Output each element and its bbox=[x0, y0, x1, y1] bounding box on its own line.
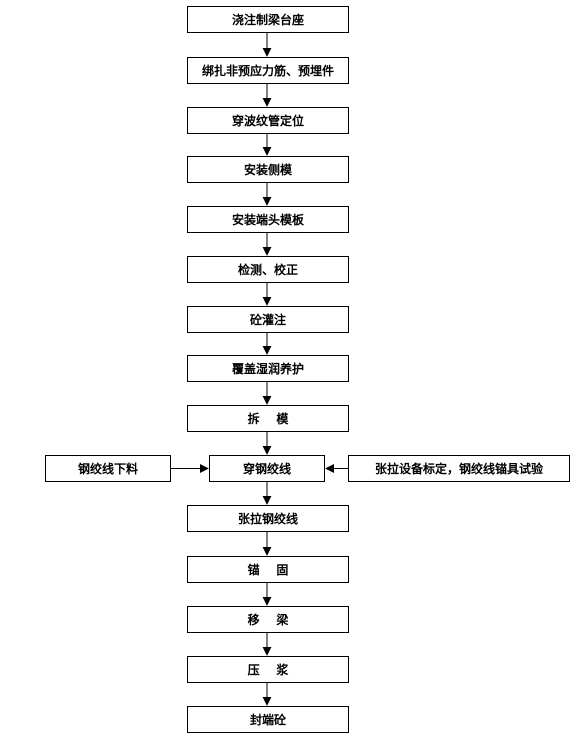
step-13-move-beam: 移 梁 bbox=[187, 606, 349, 633]
step-1-casting-pedestal: 浇注制梁台座 bbox=[187, 6, 349, 33]
side-input-strand-cutting: 钢绞线下料 bbox=[45, 455, 171, 482]
step-4-side-formwork: 安装侧模 bbox=[187, 156, 349, 183]
step-10-thread-strands: 穿钢绞线 bbox=[209, 455, 325, 482]
step-9-formwork-removal: 拆 模 bbox=[187, 405, 349, 432]
step-8-curing: 覆盖湿润养护 bbox=[187, 355, 349, 382]
side-input-equipment-calibration: 张拉设备标定，钢绞线锚具试验 bbox=[348, 455, 570, 482]
step-6-inspect-correct: 检测、校正 bbox=[187, 256, 349, 283]
step-7-concrete-pour: 砼灌注 bbox=[187, 306, 349, 333]
step-12-anchoring: 锚 固 bbox=[187, 556, 349, 583]
step-11-tension-strands: 张拉钢绞线 bbox=[187, 505, 349, 532]
step-3-duct-positioning: 穿波纹管定位 bbox=[187, 107, 349, 134]
step-2-tie-rebar: 绑扎非预应力筋、预埋件 bbox=[187, 57, 349, 84]
step-15-end-sealing: 封端砼 bbox=[187, 706, 349, 733]
step-5-end-formwork: 安装端头模板 bbox=[187, 206, 349, 233]
step-14-grouting: 压 浆 bbox=[187, 656, 349, 683]
